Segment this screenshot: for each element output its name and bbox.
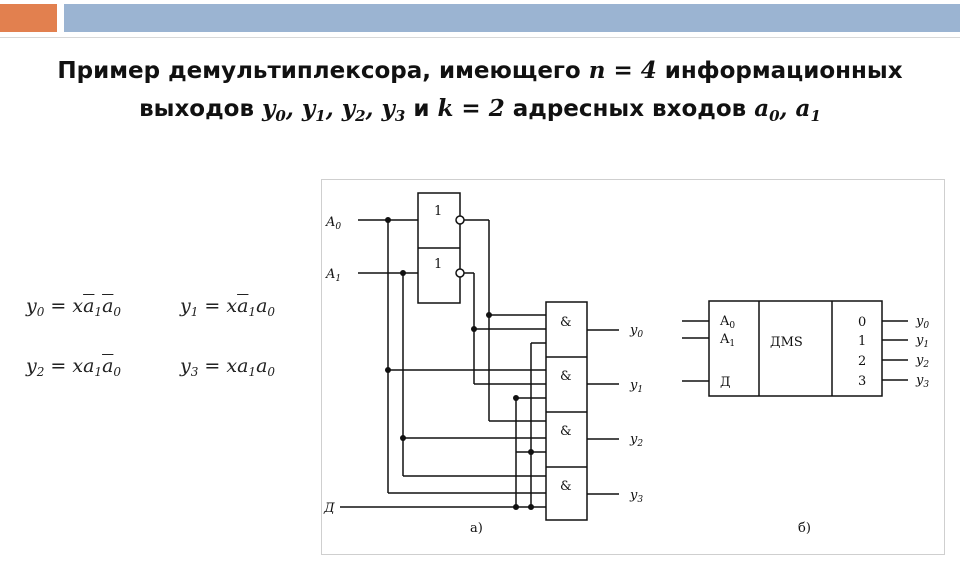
equation-y1: y1 = xa1a0 — [180, 295, 276, 319]
dms-input-a0: A0 — [719, 314, 735, 331]
slide-title: Пример демультиплексора, имеющего n = 4 … — [0, 52, 960, 128]
and-gate-label: & — [560, 369, 572, 384]
title-math-inputs: a0, a1 — [754, 95, 821, 125]
dms-input-d: Д — [720, 375, 731, 390]
dms-block — [708, 300, 883, 397]
dms-label: ДМS — [770, 335, 803, 350]
equation-y3: y3 = xa1a0 — [180, 355, 276, 379]
output-label-y3: y3 — [629, 488, 643, 505]
caption-a: а) — [470, 521, 483, 536]
equation-y2: y2 = xa1a0 — [26, 355, 122, 379]
dms-output-number: 1 — [858, 334, 866, 349]
output-label-y0: y0 — [629, 323, 643, 340]
title-line-2: выходов y0, y1, y2, y3 и k = 2 адресных … — [0, 90, 960, 128]
and-gate-label: & — [560, 315, 572, 330]
and-gate-block — [545, 301, 588, 521]
input-label-d: Д — [323, 501, 335, 516]
title-text: информационных — [656, 58, 903, 84]
and-gate-label: & — [560, 424, 572, 439]
dms-output-number: 3 — [858, 374, 866, 389]
dms-output-y1: y1 — [915, 333, 929, 350]
and-gate-label: & — [560, 479, 572, 494]
input-label-a0: A0 — [325, 215, 341, 232]
title-line-1: Пример демультиплексора, имеющего n = 4 … — [0, 52, 960, 90]
title-math-n: n = 4 — [588, 57, 657, 84]
circuit-svg: A0 A1 Д y0 y1 y2 y3 1 1 & & & & а) — [323, 192, 929, 536]
title-math-outputs: y0, y1, y2, y3 — [262, 95, 406, 125]
junction-dots — [385, 217, 534, 510]
dms-input-a1: A1 — [719, 332, 735, 349]
output-label-y2: y2 — [629, 432, 643, 449]
not-gate-label: 1 — [434, 204, 442, 219]
title-text: адресных входов — [504, 96, 755, 122]
title-text: выходов — [139, 96, 263, 122]
dms-output-number: 2 — [858, 354, 866, 369]
header-accent-block — [0, 4, 57, 32]
title-text: и — [405, 96, 438, 122]
caption-b: б) — [798, 521, 811, 536]
dms-output-number: 0 — [858, 315, 866, 330]
circuit-diagram-panel: A0 A1 Д y0 y1 y2 y3 1 1 & & & & а) — [321, 179, 945, 555]
header-divider — [0, 37, 960, 38]
not-gate-label: 1 — [434, 257, 442, 272]
title-math-k: k = 2 — [437, 95, 505, 122]
header-bar — [64, 4, 960, 32]
dms-output-y3: y3 — [915, 373, 929, 390]
input-label-a1: A1 — [325, 267, 341, 284]
output-label-y1: y1 — [629, 378, 643, 395]
dms-output-y0: y0 — [915, 314, 929, 331]
title-text: Пример демультиплексора, имеющего — [57, 58, 589, 84]
equation-y0: y0 = xa1a0 — [26, 295, 122, 319]
dms-output-y2: y2 — [915, 353, 929, 370]
